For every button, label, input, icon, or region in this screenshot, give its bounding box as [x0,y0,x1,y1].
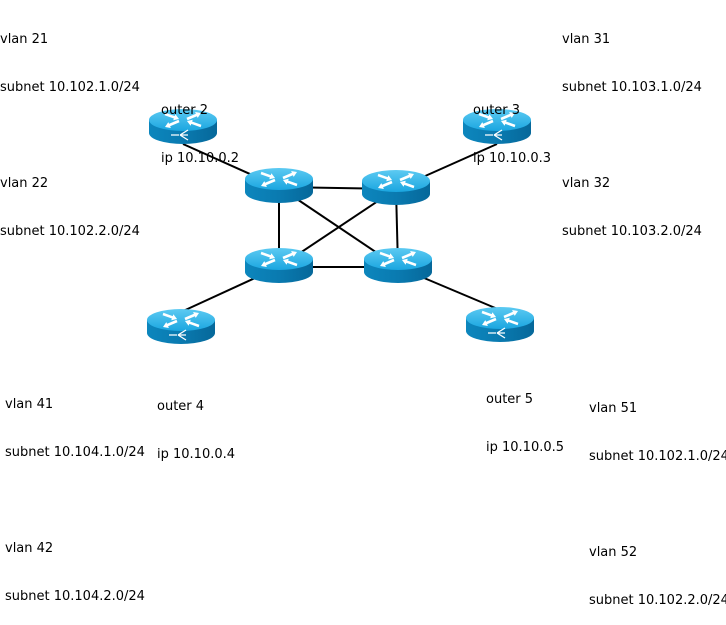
router-5-ip: ip 10.10.0.5 [486,440,565,455]
vlan-subnet: subnet 10.102.1.0/24 [589,449,726,464]
arrow-glyph [402,258,417,267]
arrow-glyph [165,119,180,128]
vlan-block-router-2: vlan 21 subnet 10.102.1.0/24 vlan 22 sub… [0,0,140,256]
arrow-glyph [479,119,494,128]
arrow-glyph [400,180,415,189]
router-5-name: outer 5 [486,392,534,407]
arrow-glyph [282,251,297,260]
arrow-glyph [184,312,199,321]
port-glyph-icon [169,329,187,341]
arrow-glyph [478,112,493,121]
arrow-glyph [186,112,201,121]
router-4-ip: ip 10.10.0.4 [157,447,236,462]
arrow-glyph [503,310,518,319]
router-top [364,248,432,270]
port-glyph-icon [488,327,506,339]
router-5-label: outer 5 ip 10.10.0.5 [486,360,564,472]
arrow-glyph [378,180,393,189]
router-4-name: outer 4 [157,399,205,414]
arrow-glyph [379,251,394,260]
vlan-block-router-3: vlan 31 subnet 10.103.1.0/24 vlan 32 sub… [562,0,702,256]
arrow-glyph [401,251,416,260]
router-top [147,309,215,331]
port-glyph-icon [171,129,189,141]
vlan-subnet: subnet 10.102.2.0/24 [0,224,140,239]
arrow-glyph [261,258,276,267]
router-top [362,170,430,192]
router-2-icon[interactable] [149,109,217,144]
vlan-name: vlan 52 [589,545,638,560]
arrow-glyph [283,258,298,267]
vlan-subnet: subnet 10.103.2.0/24 [562,224,702,239]
arrow-glyph [377,173,392,182]
arrow-glyph [282,171,297,180]
router-5-icon[interactable] [466,307,534,342]
arrow-glyph [187,119,202,128]
vlan-subnet: subnet 10.102.1.0/24 [0,80,140,95]
router-top [245,248,313,270]
vlan-name: vlan 21 [0,32,49,47]
router-2-name: outer 2 [161,103,209,118]
vlan-name: vlan 32 [562,176,611,191]
vlan-subnet: subnet 10.102.2.0/24 [589,593,726,608]
arrow-glyph [260,171,275,180]
core-tr-icon[interactable] [362,170,430,205]
arrow-glyph [380,258,395,267]
arrow-glyph [481,310,496,319]
vlan-block-router-5: vlan 51 subnet 10.102.1.0/24 vlan 52 sub… [589,369,726,625]
arrow-glyph [185,319,200,328]
vlan-name: vlan 31 [562,32,611,47]
router-4-icon[interactable] [147,309,215,344]
vlan-name: vlan 51 [589,401,638,416]
arrow-glyph [283,178,298,187]
router-2-label: outer 2 ip 10.10.0.2 [161,71,239,183]
arrow-glyph [164,112,179,121]
vlan-subnet: subnet 10.104.1.0/24 [5,445,145,460]
vlan-name: vlan 42 [5,541,54,556]
core-br-icon[interactable] [364,248,432,283]
vlan-subnet: subnet 10.104.2.0/24 [5,589,145,604]
arrow-glyph [501,119,516,128]
router-top [245,168,313,190]
router-3-name: outer 3 [473,103,521,118]
arrow-glyph [162,312,177,321]
network-diagram [147,109,534,344]
routers-layer [147,109,534,344]
arrow-glyph [399,173,414,182]
arrow-glyph [260,251,275,260]
vlan-name: vlan 22 [0,176,49,191]
router-2-ip: ip 10.10.0.2 [161,151,240,166]
router-3-label: outer 3 ip 10.10.0.3 [473,71,551,183]
vlan-name: vlan 41 [5,397,54,412]
vlan-block-router-4: vlan 41 subnet 10.104.1.0/24 vlan 42 sub… [5,365,145,621]
core-tl-icon[interactable] [245,168,313,203]
vlan-subnet: subnet 10.103.1.0/24 [562,80,702,95]
port-glyph-icon [485,129,503,141]
router-4-label: outer 4 ip 10.10.0.4 [157,367,235,479]
arrow-glyph [482,317,497,326]
arrow-glyph [504,317,519,326]
router-3-icon[interactable] [463,109,531,144]
core-bl-icon[interactable] [245,248,313,283]
router-3-ip: ip 10.10.0.3 [473,151,552,166]
arrow-glyph [261,178,276,187]
router-top [466,307,534,329]
arrow-glyph [500,112,515,121]
arrow-glyph [163,319,178,328]
